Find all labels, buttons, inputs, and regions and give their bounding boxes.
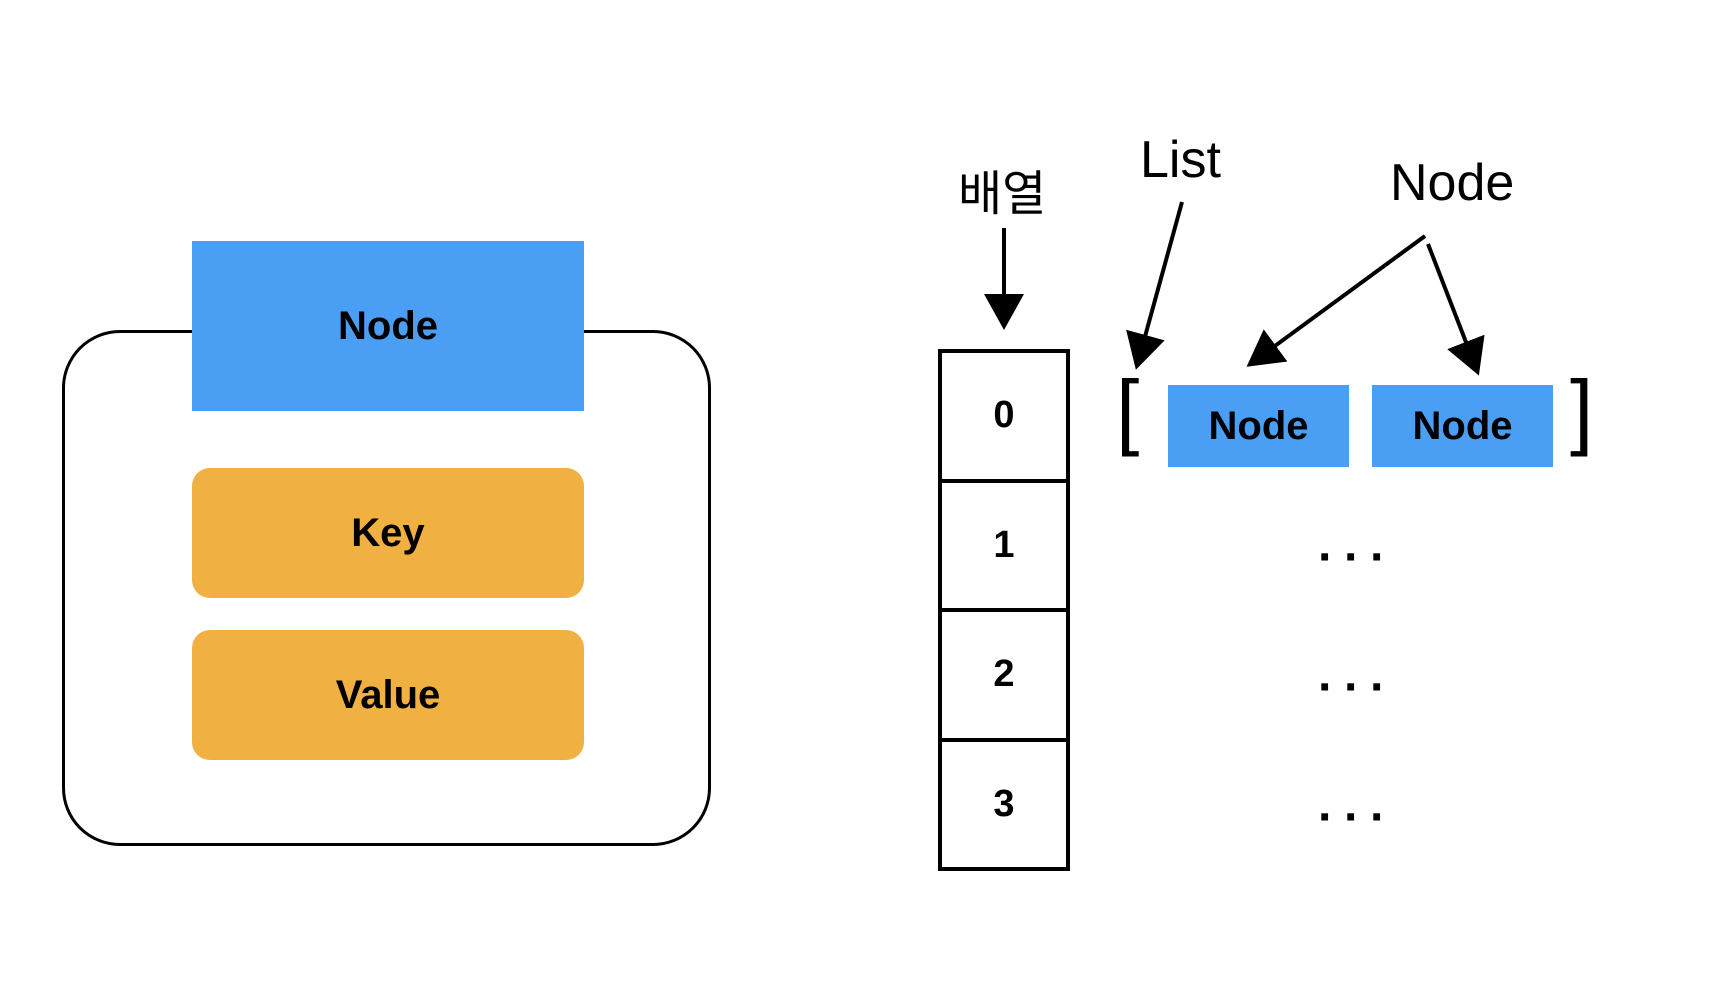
- list-node: Node: [1372, 385, 1553, 467]
- ellipsis: ···: [1318, 531, 1396, 584]
- node-header: Node: [192, 241, 584, 411]
- list-open-bracket: [: [1116, 363, 1140, 457]
- list-node: Node: [1168, 385, 1349, 467]
- array-cell-0: 0: [942, 353, 1066, 479]
- value-field-label: Value: [335, 672, 441, 717]
- node-arrow-right: [1426, 243, 1485, 376]
- array: 0 1 2 3: [938, 349, 1070, 871]
- array-index: 0: [993, 394, 1015, 437]
- value-field: Value: [192, 630, 584, 760]
- array-cell-3: 3: [942, 737, 1066, 868]
- list-node-label: Node: [1412, 403, 1513, 448]
- list-label: List: [1140, 131, 1221, 189]
- array-index: 2: [993, 653, 1015, 696]
- array-label: 배열: [958, 168, 1047, 221]
- array-index: 1: [993, 523, 1015, 566]
- ellipsis: ···: [1318, 661, 1396, 714]
- array-cell-2: 2: [942, 608, 1066, 738]
- key-field-label: Key: [351, 510, 425, 555]
- node-label: Node: [1390, 154, 1515, 212]
- key-field: Key: [192, 468, 584, 598]
- node-arrow-left: [1246, 234, 1427, 367]
- node-header-label: Node: [338, 303, 438, 348]
- list-arrow: [1126, 201, 1184, 370]
- array-cell-1: 1: [942, 478, 1066, 609]
- array-index: 3: [993, 782, 1015, 825]
- list-node-label: Node: [1208, 403, 1309, 448]
- ellipsis: ···: [1318, 791, 1396, 844]
- list-close-bracket: ]: [1570, 363, 1594, 457]
